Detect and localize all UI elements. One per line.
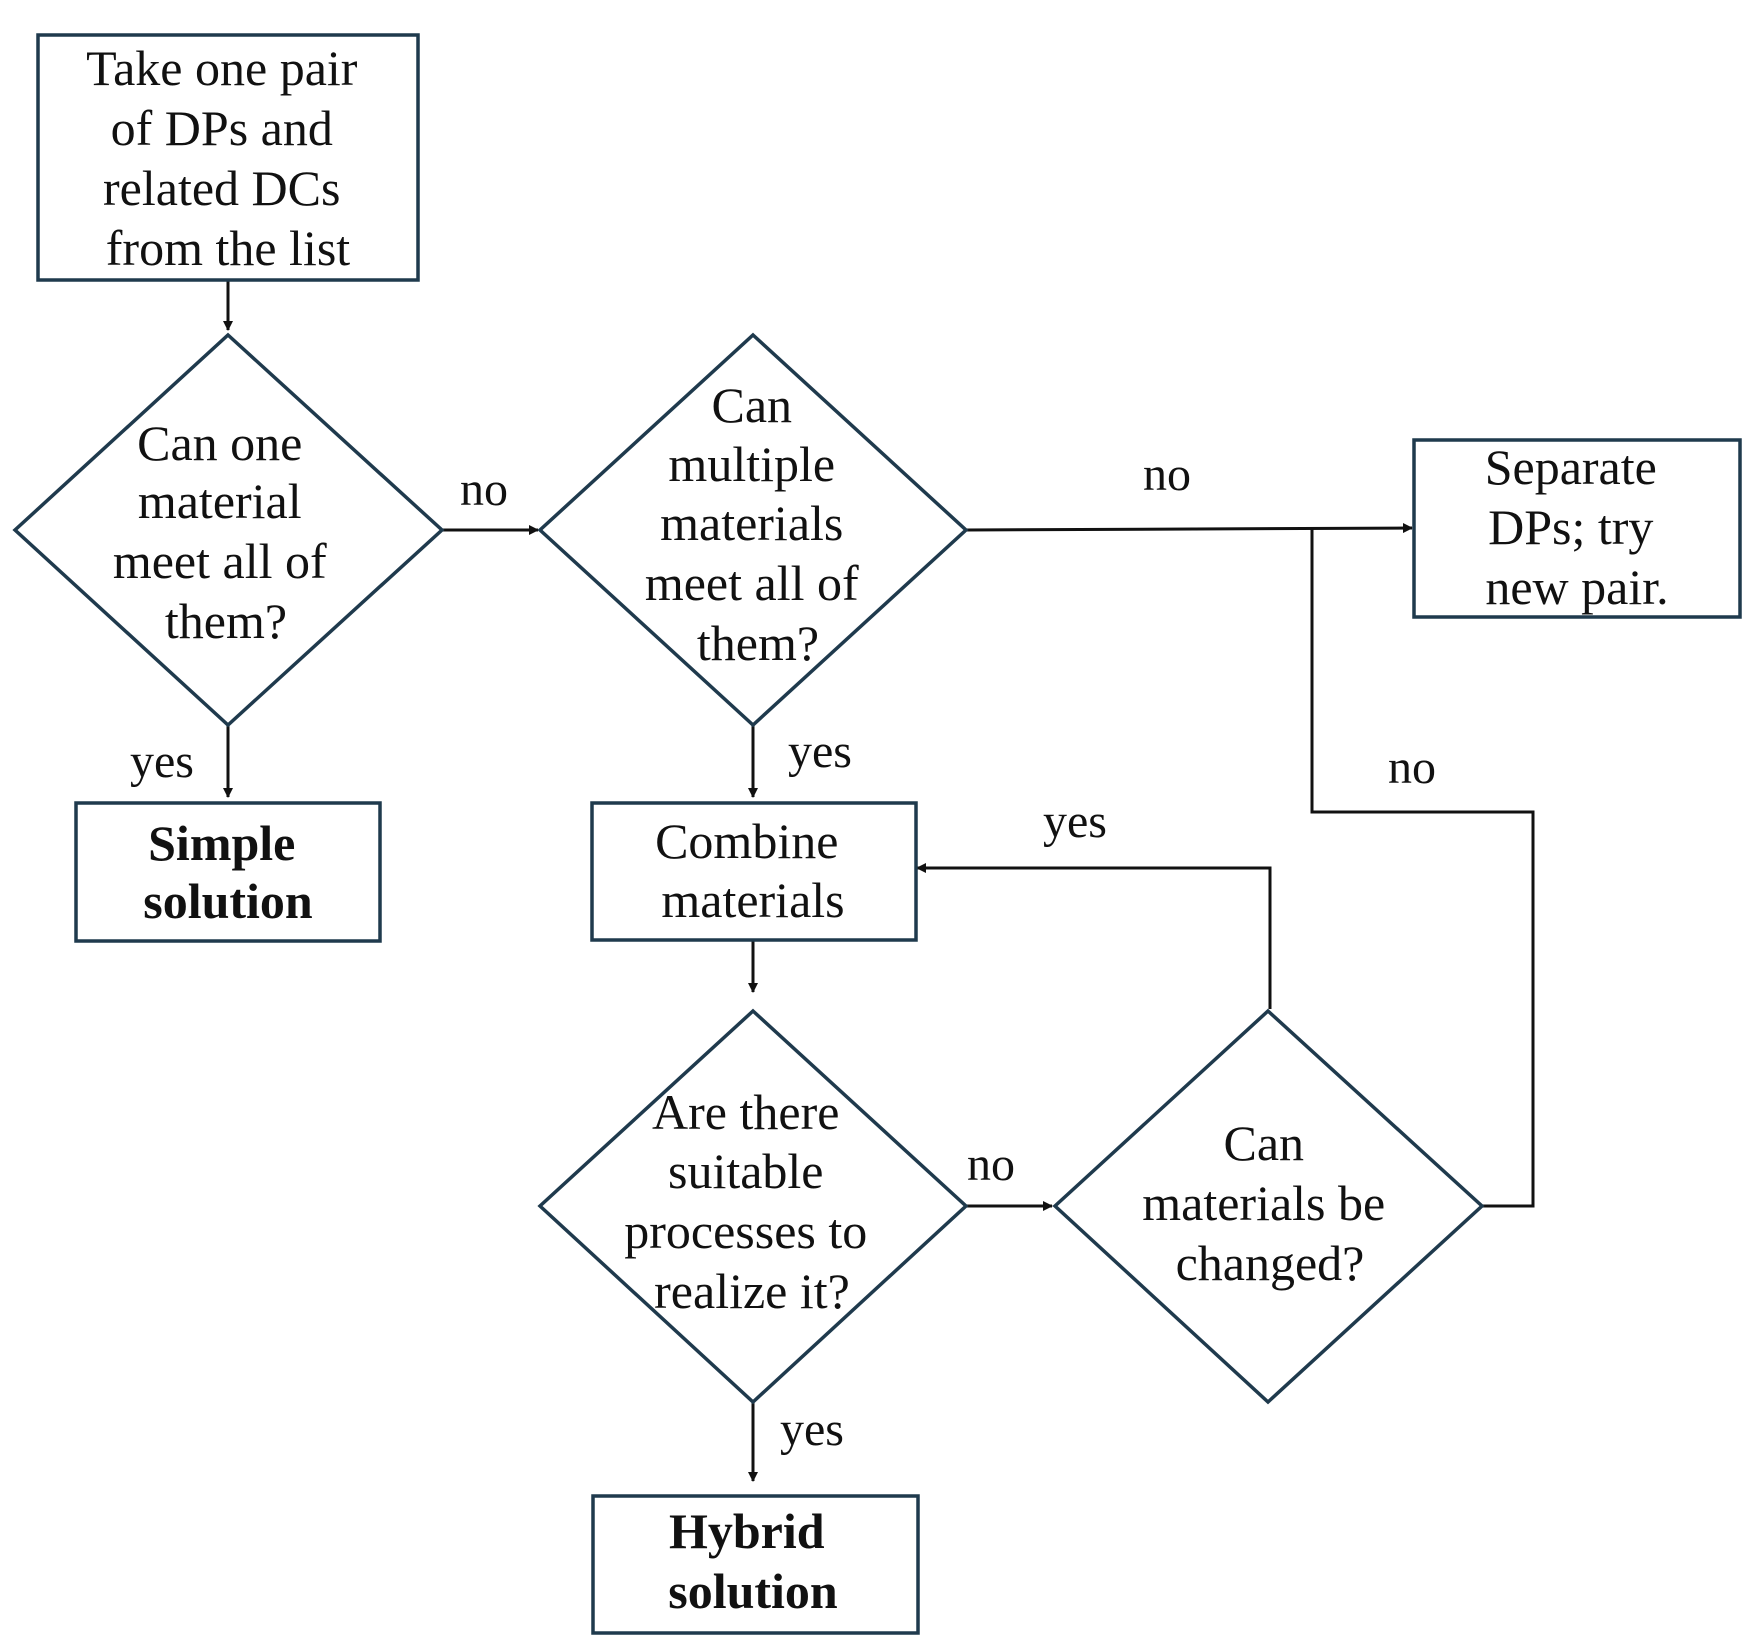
connector-q2-no bbox=[965, 523, 1413, 534]
start-text-line: of DPs and bbox=[111, 100, 333, 156]
q-change-materials-line: Can bbox=[1223, 1115, 1304, 1171]
edge-label-q1-yes: yes bbox=[130, 735, 194, 788]
separate-line: new pair. bbox=[1485, 559, 1668, 615]
q-multiple-materials-line: them? bbox=[697, 615, 819, 671]
combine-materials-line: materials bbox=[661, 872, 844, 928]
edge-label-change-yes: yes bbox=[1043, 795, 1107, 848]
decision-one-material bbox=[12, 332, 445, 728]
q-one-material-line: Can one bbox=[137, 415, 302, 471]
hybrid-solution-line: Hybrid bbox=[669, 1503, 825, 1559]
q-one-material-line: meet all of bbox=[113, 533, 327, 589]
q-change-materials-line: changed? bbox=[1176, 1235, 1365, 1291]
edge-label-change-no: no bbox=[1388, 741, 1436, 794]
q-processes-line: Are there bbox=[652, 1084, 839, 1140]
q-one-material-line: them? bbox=[165, 593, 287, 649]
q-multiple-materials-line: meet all of bbox=[645, 555, 859, 611]
separate-text: Separate DPs; try new pair. bbox=[1485, 439, 1670, 615]
edge-label-q3-yes: yes bbox=[780, 1403, 844, 1456]
start-box bbox=[36, 33, 420, 282]
start-text: Take one pair of DPs and related DCs fro… bbox=[86, 40, 370, 276]
simple-solution-text: Simple solution bbox=[143, 815, 313, 929]
combine-materials-box bbox=[590, 801, 918, 942]
start-text-line: related DCs bbox=[103, 160, 340, 216]
hybrid-solution-text: Hybrid solution bbox=[668, 1503, 838, 1619]
q-processes-line: suitable bbox=[668, 1143, 824, 1199]
simple-solution-box bbox=[74, 801, 382, 943]
start-text-line: from the list bbox=[106, 220, 351, 276]
q-multiple-materials-text: Can multiple materials meet all of them? bbox=[645, 377, 871, 671]
decision-processes bbox=[537, 1008, 969, 1405]
edge-label-q2-yes: yes bbox=[788, 725, 852, 778]
simple-solution-line: solution bbox=[143, 873, 313, 929]
q-one-material-line: material bbox=[138, 473, 302, 529]
q-processes-line: realize it? bbox=[654, 1263, 850, 1319]
edge-label-q2-no: no bbox=[1143, 448, 1191, 501]
q-multiple-materials-line: materials bbox=[660, 495, 843, 551]
q-processes-text: Are there suitable processes to realize … bbox=[624, 1084, 880, 1319]
q-multiple-materials-line: multiple bbox=[668, 436, 835, 492]
q-one-material-text: Can one material meet all of them? bbox=[113, 415, 339, 649]
decision-multiple-materials bbox=[537, 332, 969, 728]
separate-line: DPs; try bbox=[1488, 499, 1653, 555]
connector-change-no bbox=[1310, 528, 1535, 1208]
combine-materials-line: Combine bbox=[655, 813, 838, 869]
combine-materials-text: Combine materials bbox=[655, 813, 851, 928]
edge-label-q3-no: no bbox=[967, 1138, 1015, 1191]
start-text-line: Take one pair bbox=[86, 40, 358, 96]
hybrid-solution-line: solution bbox=[668, 1563, 838, 1619]
edge-label-q1-no: no bbox=[460, 463, 508, 516]
hybrid-solution-box bbox=[591, 1494, 920, 1635]
q-processes-line: processes to bbox=[624, 1203, 867, 1259]
connector-change-yes bbox=[916, 863, 1272, 1009]
separate-line: Separate bbox=[1485, 439, 1657, 495]
simple-solution-line: Simple bbox=[148, 815, 295, 871]
decision-change-materials bbox=[1052, 1008, 1485, 1405]
q-multiple-materials-line: Can bbox=[711, 377, 792, 433]
q-change-materials-text: Can materials be changed? bbox=[1142, 1115, 1397, 1291]
separate-box bbox=[1412, 438, 1742, 619]
q-change-materials-line: materials be bbox=[1142, 1175, 1385, 1231]
